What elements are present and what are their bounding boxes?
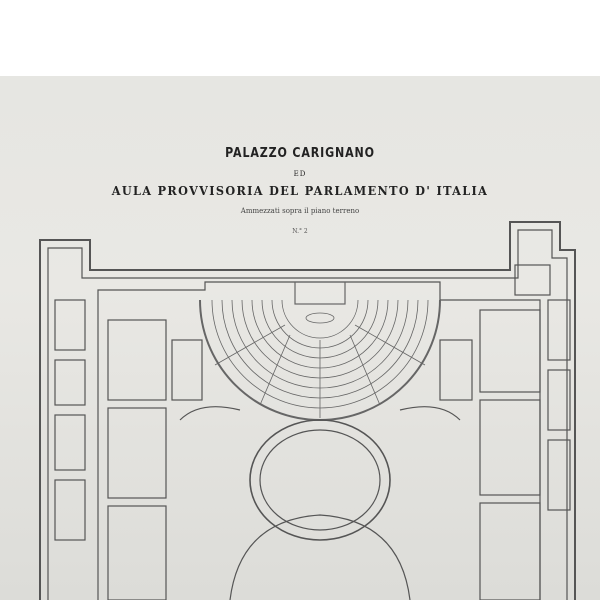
plan-subtitle: AULA PROVVISORIA DEL PARLAMENTO D' ITALI… [111, 183, 489, 198]
plan-conjunction: ED [293, 170, 307, 178]
oval-hall [179, 406, 461, 600]
plan-title: PALAZZO CARIGNANO [225, 146, 375, 161]
rooms-left [54, 299, 203, 600]
sheet-number: N.° 2 [292, 228, 308, 235]
plan-caption: Ammezzati sopra il piano terreno [240, 207, 360, 215]
rooms-right [439, 264, 571, 600]
building-outline [39, 221, 576, 600]
paper-sheet [0, 76, 600, 600]
hemicycle-seating [199, 281, 441, 421]
